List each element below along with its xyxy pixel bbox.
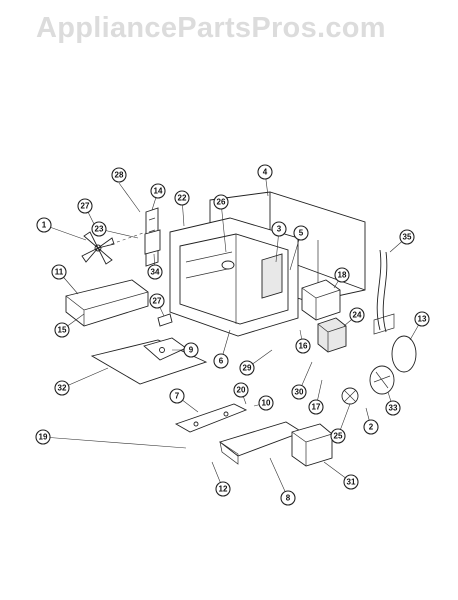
callout-34-label: 34 [151, 268, 160, 277]
callout-19-label: 19 [39, 433, 48, 442]
callout-14-label: 14 [154, 187, 163, 196]
callout-27-top: 27 [77, 198, 93, 214]
callout-11: 11 [51, 264, 67, 280]
callout-13-label: 13 [418, 315, 427, 324]
callout-35-label: 35 [403, 233, 412, 242]
callout-25: 25 [330, 428, 346, 444]
callout-13: 13 [414, 311, 430, 327]
callout-7-label: 7 [175, 392, 180, 401]
callout-5-label: 5 [299, 229, 304, 238]
callout-22-label: 22 [178, 194, 187, 203]
callout-20: 20 [233, 382, 249, 398]
callout-32: 32 [54, 380, 70, 396]
callout-24: 24 [349, 307, 365, 323]
callout-30-label: 30 [295, 388, 304, 397]
callout-23-label: 23 [95, 225, 104, 234]
callout-16: 16 [295, 338, 311, 354]
hv-transformer-part [291, 423, 333, 467]
callout-28: 28 [111, 167, 127, 183]
callout-27-top-label: 27 [81, 202, 90, 211]
transformer-18-part [301, 279, 341, 321]
callout-29-label: 29 [243, 364, 252, 373]
magnetron-24-part [317, 317, 347, 353]
callout-26-label: 26 [217, 198, 226, 207]
bracket-8-part [219, 421, 304, 465]
callout-10: 10 [258, 395, 274, 411]
callout-10-label: 10 [262, 399, 271, 408]
base-tray-part [65, 279, 149, 327]
callout-22: 22 [174, 190, 190, 206]
callout-12-label: 12 [219, 485, 228, 494]
callout-4-label: 4 [263, 168, 268, 177]
callout-6-label: 6 [219, 357, 224, 366]
callout-9-label: 9 [189, 346, 194, 355]
callout-28-label: 28 [115, 171, 124, 180]
callout-25-label: 25 [334, 432, 343, 441]
callout-15: 15 [54, 322, 70, 338]
callout-3-label: 3 [277, 225, 282, 234]
callout-9: 9 [183, 342, 199, 358]
callout-7: 7 [169, 388, 185, 404]
callout-18: 18 [334, 267, 350, 283]
wire-harness-part [373, 249, 395, 335]
callout-33: 33 [385, 400, 401, 416]
callout-19: 19 [35, 429, 51, 445]
callout-24-label: 24 [353, 311, 362, 320]
callout-12: 12 [215, 481, 231, 497]
callout-5: 5 [293, 225, 309, 241]
callout-31: 31 [343, 474, 359, 490]
fan-blade-part [81, 231, 147, 265]
cavity-frame-part [169, 217, 299, 337]
bracket-7-part [174, 403, 248, 433]
callout-8-label: 8 [286, 494, 291, 503]
callout-1: 1 [36, 217, 52, 233]
callout-30: 30 [291, 384, 307, 400]
callout-27-mid: 27 [149, 293, 165, 309]
callout-27-mid-label: 27 [153, 297, 162, 306]
callout-3: 3 [271, 221, 287, 237]
callout-6: 6 [213, 353, 229, 369]
callout-32-label: 32 [58, 384, 67, 393]
callout-17: 17 [308, 399, 324, 415]
callout-23: 23 [91, 221, 107, 237]
callout-14: 14 [150, 183, 166, 199]
callout-18-label: 18 [338, 271, 347, 280]
bracket-34-part [144, 229, 161, 255]
site-watermark: AppliancePartsPros.com [36, 12, 386, 44]
callout-1-label: 1 [42, 221, 47, 230]
callout-8: 8 [280, 490, 296, 506]
callout-16-label: 16 [299, 342, 308, 351]
callout-15-label: 15 [58, 326, 67, 335]
callout-2: 2 [363, 419, 379, 435]
callout-29: 29 [239, 360, 255, 376]
callout-2-label: 2 [369, 423, 374, 432]
callout-33-label: 33 [389, 404, 398, 413]
switch-27-part [157, 313, 173, 327]
fan-25-part [341, 387, 359, 405]
callout-34: 34 [147, 264, 163, 280]
callout-20-label: 20 [237, 386, 246, 395]
fan-motor-part [369, 335, 417, 395]
callout-11-label: 11 [55, 268, 64, 277]
callout-31-label: 31 [347, 478, 356, 487]
callout-35: 35 [399, 229, 415, 245]
callout-17-label: 17 [312, 403, 321, 412]
callout-26: 26 [213, 194, 229, 210]
callout-4: 4 [257, 164, 273, 180]
